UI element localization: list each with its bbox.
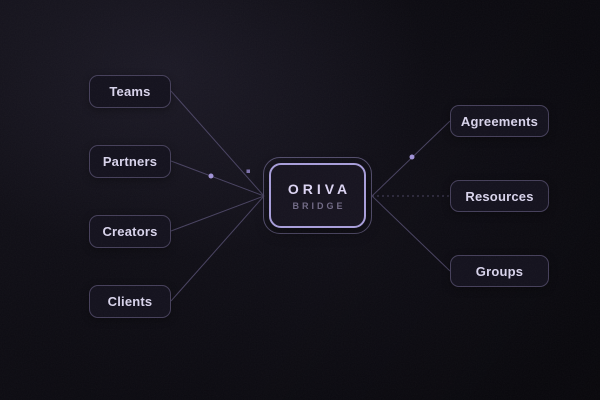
node-agreements[interactable]: Agreements xyxy=(450,105,549,137)
node-resources[interactable]: Resources xyxy=(450,180,549,212)
edge-center-groups xyxy=(371,195,451,272)
edge-creators-center xyxy=(170,195,265,232)
node-partners[interactable]: Partners xyxy=(89,145,171,178)
node-clients-label: Clients xyxy=(107,294,153,309)
node-creators-label: Creators xyxy=(102,224,158,239)
edge-clients-center xyxy=(170,195,265,302)
particle-dot xyxy=(208,173,214,179)
node-teams-label: Teams xyxy=(109,84,151,99)
center-node-title: ORIVA xyxy=(287,180,352,197)
node-oriva-bridge[interactable]: ORIVA BRIDGE xyxy=(263,157,372,234)
node-oriva-bridge-body: ORIVA BRIDGE xyxy=(269,163,366,228)
edge-partners-center xyxy=(170,160,265,197)
node-resources-label: Resources xyxy=(465,188,534,204)
node-partners-label: Partners xyxy=(102,154,158,169)
particle-dot xyxy=(409,154,415,160)
edge-teams-center xyxy=(170,90,265,197)
node-clients[interactable]: Clients xyxy=(89,285,171,318)
center-node-subtitle: BRIDGE xyxy=(292,200,346,211)
node-groups-label: Groups xyxy=(475,263,524,279)
node-teams[interactable]: Teams xyxy=(89,75,171,108)
node-groups[interactable]: Groups xyxy=(450,255,549,287)
particle-dot-square xyxy=(246,169,250,173)
node-agreements-label: Agreements xyxy=(460,113,539,129)
node-creators[interactable]: Creators xyxy=(89,215,171,248)
